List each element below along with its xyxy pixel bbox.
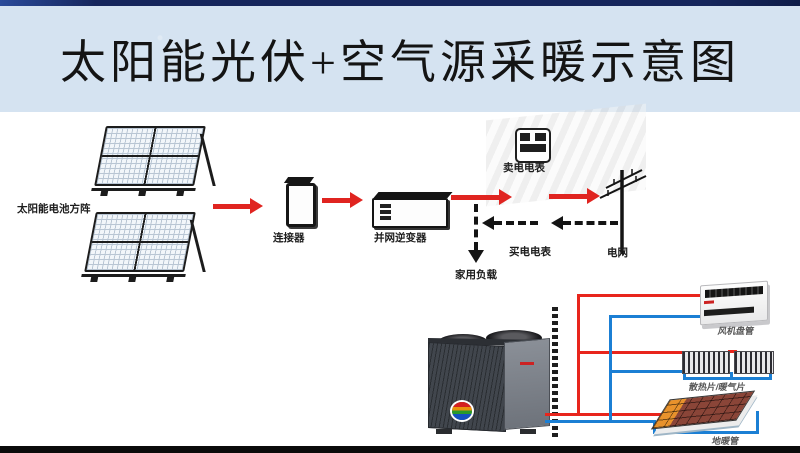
grid-label: 电网 [607,247,628,259]
inverter-box [372,192,453,228]
household-load-label: 家用负载 [455,269,497,281]
panel-strut [189,220,206,272]
radiator-section [734,351,774,374]
pipe-red-to-radiator [577,351,684,354]
fan-coil-grille [705,285,763,299]
arrow-shaft [494,221,538,225]
pipe-red-to-fancoil [577,294,705,297]
utility-pole-icon [599,169,647,254]
arrow-shaft [474,204,478,250]
arrow-head [468,250,484,263]
flow-arrow-panels-to-connector [213,198,263,214]
pipe-red-radiator-link [728,350,737,353]
arrow-head [482,216,494,230]
pipe-blue-radiator-riser [683,370,686,380]
heat-pump-foot [436,429,452,434]
flow-arrow-meter-to-grid [549,188,600,204]
connector-top-face [283,177,315,183]
arrow-shaft [322,197,350,203]
meter-dial [520,133,546,141]
panel-strut [199,134,216,186]
diagram-canvas: 太阳能电池方阵 连接器 并网逆变器 [0,103,800,446]
top-border-strip [0,0,800,6]
pipe-blue-from-fancoil [609,315,702,318]
inverter-display-bar [380,210,391,214]
pipe-blue-from-radiator [609,370,685,373]
pipe-red-main-riser [577,294,580,416]
fan-coil-label: 风机盘管 [717,326,755,336]
flow-arrow-connector-to-inverter [322,192,363,208]
fan-coil-brand-mark [704,300,714,305]
pipe-blue-main-riser [609,315,612,422]
panel-leg [176,190,185,196]
arrow-head [587,188,600,204]
floor-heating-slab [650,390,756,430]
connector-label: 连接器 [273,232,305,244]
heat-pump-brand-mark [520,362,534,365]
connector-box [283,177,316,227]
page-title: 太阳能光伏+空气源采暖示意图 [60,37,740,88]
solar-array-label: 太阳能电池方阵 [17,203,91,215]
inverter-label: 并网逆变器 [374,232,427,244]
panel-leg [128,276,137,282]
heat-pump-unit [428,330,550,434]
sell-meter-label: 卖电电表 [503,162,545,174]
sell-meter-icon [515,128,551,163]
title-banner: 太阳能光伏+空气源采暖示意图 [0,6,800,112]
return-arrow-grid-to-meter [551,216,618,230]
fan-coil-outlet [704,306,754,317]
arrow-shaft [563,221,618,225]
arrow-head [499,189,512,205]
power-feed-dashed-line [552,307,558,437]
arrow-head [250,198,263,214]
meter-dial [520,144,546,152]
load-arrow-down [468,204,484,263]
pipe-blue-return-run [545,420,656,423]
pipe-blue-floor-bottom [653,431,759,434]
panel-leg [138,190,147,196]
arrow-shaft [213,203,250,209]
pipe-blue-radiator-bottom [683,377,772,380]
solar-panel-array-icon [91,126,216,196]
pipe-blue-floor-riser [756,411,759,434]
bottom-border-strip [0,446,800,453]
arrow-shaft [451,194,499,200]
arrow-head [551,216,563,230]
panel-leg [166,276,175,282]
flow-arrow-inverter-to-meter [451,189,512,205]
radiator-label: 散热片/暖气片 [688,382,747,392]
return-arrow-meter-to-load [482,216,538,230]
heat-pump-brand-logo [452,402,472,420]
inverter-top-face [373,192,453,198]
pipe-red-to-floor [545,413,669,416]
arrow-shaft [549,193,587,199]
solar-panel-array-icon [81,212,206,282]
radiator-section [682,351,730,374]
fan-coil-unit [700,280,768,326]
heat-pump-foot [520,429,536,434]
inverter-display-bar [380,216,391,220]
heat-pump-side-face [504,337,550,431]
buy-meter-label: 买电电表 [509,246,551,258]
pipe-blue-radiator-riser [769,371,772,380]
inverter-display-bar [380,204,391,208]
pipe-blue-radiator-stub [730,372,733,380]
panel-leg [90,276,99,282]
arrow-head [350,192,363,208]
panel-leg [100,190,109,196]
